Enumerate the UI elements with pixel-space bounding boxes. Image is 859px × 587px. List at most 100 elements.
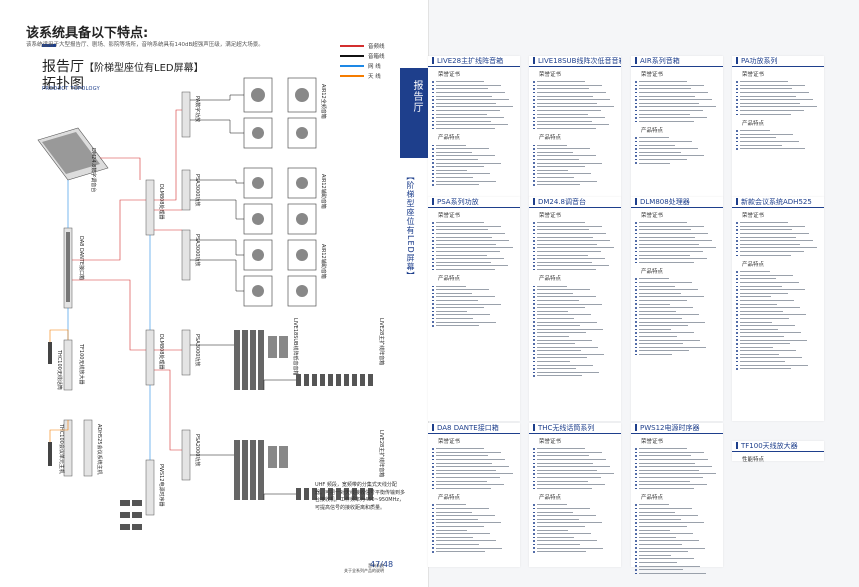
text-line bbox=[533, 80, 618, 84]
text-line bbox=[533, 264, 618, 268]
product-card-title: THC无线话筒系列 bbox=[529, 423, 621, 434]
text-line bbox=[635, 557, 720, 561]
text-line bbox=[533, 158, 618, 162]
text-line bbox=[635, 313, 720, 317]
text-line bbox=[635, 105, 720, 109]
chapter-tab-sub: 【阶梯型座位有LED屏幕】 bbox=[405, 172, 425, 287]
text-line bbox=[533, 543, 618, 547]
cable-legend: 音频线 音箱线 网 线 天 线 bbox=[340, 41, 385, 81]
text-line bbox=[736, 239, 821, 243]
text-line bbox=[432, 550, 517, 554]
card-section-honors: 荣誉证书 bbox=[742, 213, 765, 219]
line-array-small-row-2 bbox=[296, 488, 373, 500]
text-line bbox=[736, 221, 821, 225]
text-line bbox=[533, 112, 618, 116]
text-line bbox=[432, 324, 517, 328]
text-line bbox=[736, 250, 821, 254]
text-line bbox=[432, 250, 517, 254]
text-line bbox=[533, 546, 618, 550]
text-line bbox=[533, 510, 618, 514]
pws-label: PWS12电源时序器 bbox=[158, 464, 165, 507]
text-line bbox=[635, 102, 720, 106]
text-line bbox=[432, 299, 517, 303]
text-line bbox=[432, 543, 517, 547]
text-line bbox=[533, 253, 618, 257]
text-line bbox=[533, 483, 618, 487]
text-line bbox=[736, 270, 821, 274]
text-line bbox=[533, 151, 618, 155]
text-line bbox=[432, 532, 517, 536]
text-line bbox=[533, 168, 618, 172]
text-line bbox=[432, 284, 517, 288]
text-line bbox=[533, 324, 618, 328]
text-line bbox=[635, 295, 720, 299]
text-line bbox=[736, 109, 821, 113]
card-title-bar bbox=[432, 424, 434, 431]
text-line bbox=[736, 320, 821, 324]
text-line bbox=[533, 345, 618, 349]
text-line bbox=[533, 317, 618, 321]
legend-speaker-swatch bbox=[340, 55, 364, 57]
text-line bbox=[533, 147, 618, 151]
text-line bbox=[635, 535, 720, 539]
text-line bbox=[533, 539, 618, 543]
card-honor-lines bbox=[529, 447, 621, 490]
dante-device bbox=[63, 227, 73, 309]
legend-antenna: 天 线 bbox=[340, 71, 385, 81]
legend-speaker: 音箱线 bbox=[340, 51, 385, 61]
line-array-28b-label: LIVE28主扩线阵音箱 bbox=[378, 430, 385, 477]
text-line bbox=[533, 335, 618, 339]
card-section-honors: 荣誉证书 bbox=[641, 439, 664, 445]
card-section-honors: 荣誉证书 bbox=[539, 72, 562, 78]
text-line bbox=[432, 179, 517, 183]
text-line bbox=[432, 447, 517, 451]
text-line bbox=[635, 568, 720, 572]
text-line bbox=[635, 539, 720, 543]
card-title-text: TF100天线放大器 bbox=[741, 442, 798, 450]
text-line bbox=[736, 324, 821, 328]
text-line bbox=[432, 458, 517, 462]
features-subtitle: 该系统适用于大型报告厅、剧场、影院等场所，音响系统具有140dB超强声压级，满足… bbox=[26, 42, 264, 48]
card-title-text: AIR系列音箱 bbox=[640, 57, 680, 65]
text-line bbox=[533, 161, 618, 165]
text-line bbox=[635, 476, 720, 480]
text-line bbox=[736, 349, 821, 353]
text-line bbox=[533, 232, 618, 236]
text-line bbox=[432, 476, 517, 480]
product-card: AIR系列音箱荣誉证书产品特点 bbox=[631, 56, 723, 198]
text-line bbox=[635, 292, 720, 296]
text-line bbox=[533, 447, 618, 451]
text-line bbox=[533, 356, 618, 360]
card-feature-lines bbox=[631, 503, 723, 575]
line-array-group-2 bbox=[234, 440, 288, 500]
tf100-device bbox=[63, 339, 73, 391]
text-line bbox=[736, 246, 821, 250]
page-number: 47/48 bbox=[370, 560, 394, 569]
text-line bbox=[533, 349, 618, 353]
product-card: DA8 DANTE接口箱荣誉证书产品特点 bbox=[428, 423, 520, 567]
text-line bbox=[533, 309, 618, 313]
dlm-b-label: DLM808处理器 bbox=[158, 334, 165, 370]
text-line bbox=[432, 87, 517, 91]
text-line bbox=[432, 546, 517, 550]
text-line bbox=[432, 518, 517, 522]
card-title-bar bbox=[635, 57, 637, 64]
text-line bbox=[533, 102, 618, 106]
text-line bbox=[432, 313, 517, 317]
text-line bbox=[533, 487, 618, 491]
text-line bbox=[736, 133, 821, 137]
text-line bbox=[736, 288, 821, 292]
text-line bbox=[635, 564, 720, 568]
text-line bbox=[635, 320, 720, 324]
card-title-text: LIVE28主扩线阵音箱 bbox=[437, 57, 504, 65]
text-line bbox=[432, 154, 517, 158]
text-line bbox=[533, 105, 618, 109]
text-line bbox=[533, 338, 618, 342]
text-line bbox=[736, 309, 821, 313]
text-line bbox=[432, 264, 517, 268]
text-line bbox=[533, 123, 618, 127]
card-honor-lines bbox=[428, 80, 520, 130]
text-line bbox=[533, 261, 618, 265]
text-line bbox=[432, 127, 517, 131]
text-line bbox=[635, 507, 720, 511]
